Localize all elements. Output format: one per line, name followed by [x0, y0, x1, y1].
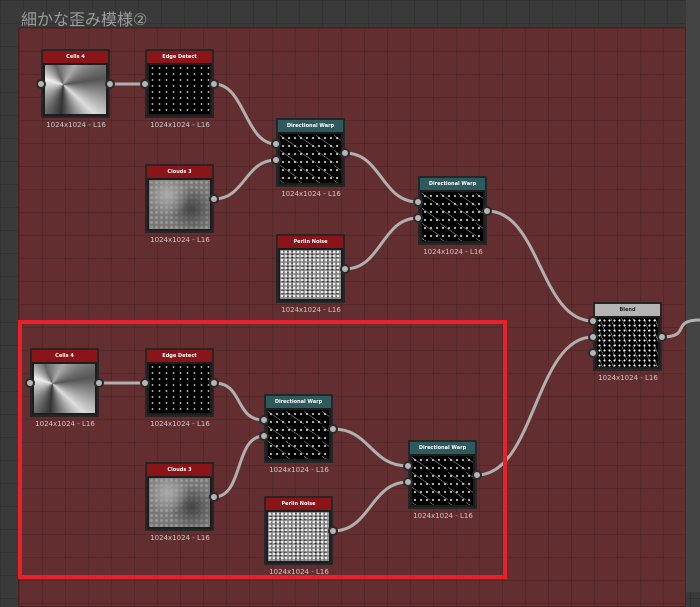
node-resolution-label: 1024x1024 - L16	[35, 420, 95, 428]
node-dw1-bot[interactable]: Directional Warp	[264, 394, 333, 463]
node-perlin-top[interactable]: Perlin Noise	[276, 234, 345, 303]
output-port[interactable]	[209, 194, 219, 204]
node-thumbnail	[268, 512, 329, 561]
connection-wire[interactable]	[332, 427, 409, 468]
input-port[interactable]	[259, 431, 269, 441]
input-port[interactable]	[271, 139, 281, 149]
node-thumbnail	[149, 364, 210, 413]
node-perlin-bot[interactable]: Perlin Noise	[264, 496, 333, 565]
selection-rectangle	[18, 320, 507, 579]
node-title: Directional Warp	[410, 442, 475, 454]
node-thumbnail	[149, 65, 210, 114]
input-port[interactable]	[588, 348, 598, 358]
output-port[interactable]	[482, 206, 492, 216]
input-port[interactable]	[588, 332, 598, 342]
input-port[interactable]	[259, 415, 269, 425]
node-title: Cells 4	[43, 51, 108, 63]
node-resolution-label: 1024x1024 - L16	[281, 306, 341, 314]
node-thumbnail	[149, 180, 210, 229]
node-thumbnail	[280, 134, 341, 183]
output-port[interactable]	[340, 264, 350, 274]
node-dw1-top[interactable]: Directional Warp	[276, 118, 345, 187]
node-title: Perlin Noise	[278, 236, 343, 248]
output-port[interactable]	[328, 526, 338, 536]
node-resolution-label: 1024x1024 - L16	[281, 190, 341, 198]
node-cells-bot[interactable]: Cells 4	[30, 348, 99, 417]
input-port[interactable]	[588, 316, 598, 326]
node-resolution-label: 1024x1024 - L16	[150, 121, 210, 129]
node-dw2-bot[interactable]: Directional Warp	[408, 440, 477, 509]
node-title: Clouds 3	[147, 166, 212, 178]
node-title: Edge Detect	[147, 350, 212, 362]
wires-layer	[99, 82, 700, 533]
connection-wire[interactable]	[213, 158, 277, 201]
node-title: Directional Warp	[420, 178, 485, 190]
node-resolution-label: 1024x1024 - L16	[46, 121, 106, 129]
node-title: Perlin Noise	[266, 498, 331, 510]
node-clouds-bot[interactable]: Clouds 3	[145, 462, 214, 531]
node-title: Clouds 3	[147, 464, 212, 476]
node-thumbnail	[45, 65, 106, 114]
output-port[interactable]	[340, 148, 350, 158]
output-port[interactable]	[105, 79, 115, 89]
input-port[interactable]	[413, 213, 423, 223]
output-port[interactable]	[209, 492, 219, 502]
canvas-background	[686, 0, 700, 592]
node-title: Cells 4	[32, 350, 97, 362]
input-port[interactable]	[403, 461, 413, 471]
connection-wire[interactable]	[213, 82, 277, 146]
connection-wire[interactable]	[661, 318, 700, 339]
node-resolution-label: 1024x1024 - L16	[423, 248, 483, 256]
output-port[interactable]	[209, 378, 219, 388]
node-resolution-label: 1024x1024 - L16	[150, 534, 210, 542]
node-cells-top[interactable]: Cells 4	[41, 49, 110, 118]
node-resolution-label: 1024x1024 - L16	[269, 568, 329, 576]
node-resolution-label: 1024x1024 - L16	[269, 466, 329, 474]
connection-wire[interactable]	[486, 209, 594, 323]
node-resolution-label: 1024x1024 - L16	[598, 374, 658, 382]
input-port[interactable]	[403, 477, 413, 487]
input-port[interactable]	[140, 79, 150, 89]
node-resolution-label: 1024x1024 - L16	[413, 512, 473, 520]
connection-wire[interactable]	[476, 335, 594, 477]
node-clouds-top[interactable]: Clouds 3	[145, 164, 214, 233]
input-port[interactable]	[36, 79, 46, 89]
output-port[interactable]	[472, 470, 482, 480]
node-thumbnail	[268, 410, 329, 459]
node-thumbnail	[412, 456, 473, 505]
node-edge-top[interactable]: Edge Detect	[145, 49, 214, 118]
node-resolution-label: 1024x1024 - L16	[150, 236, 210, 244]
node-thumbnail	[34, 364, 95, 413]
node-title: Directional Warp	[266, 396, 331, 408]
input-port[interactable]	[413, 197, 423, 207]
node-thumbnail	[597, 318, 658, 367]
output-port[interactable]	[94, 378, 104, 388]
node-blend[interactable]: Blend	[593, 302, 662, 371]
node-title: Edge Detect	[147, 51, 212, 63]
node-thumbnail	[149, 478, 210, 527]
output-port[interactable]	[657, 332, 667, 342]
frame-title: 細かな歪み模様②	[21, 10, 148, 29]
node-edge-bot[interactable]: Edge Detect	[145, 348, 214, 417]
node-resolution-label: 1024x1024 - L16	[150, 420, 210, 428]
node-thumbnail	[422, 192, 483, 241]
connection-wire[interactable]	[213, 434, 265, 499]
input-port[interactable]	[25, 378, 35, 388]
node-title: Blend	[595, 304, 660, 316]
node-dw2-top[interactable]: Directional Warp	[418, 176, 487, 245]
connection-wire[interactable]	[344, 151, 419, 204]
node-title: Directional Warp	[278, 120, 343, 132]
node-thumbnail	[280, 250, 341, 299]
connection-wire[interactable]	[344, 216, 419, 271]
input-port[interactable]	[271, 155, 281, 165]
output-port[interactable]	[328, 424, 338, 434]
input-port[interactable]	[140, 378, 150, 388]
connection-wire[interactable]	[213, 381, 265, 422]
connection-wire[interactable]	[332, 480, 409, 533]
output-port[interactable]	[209, 79, 219, 89]
